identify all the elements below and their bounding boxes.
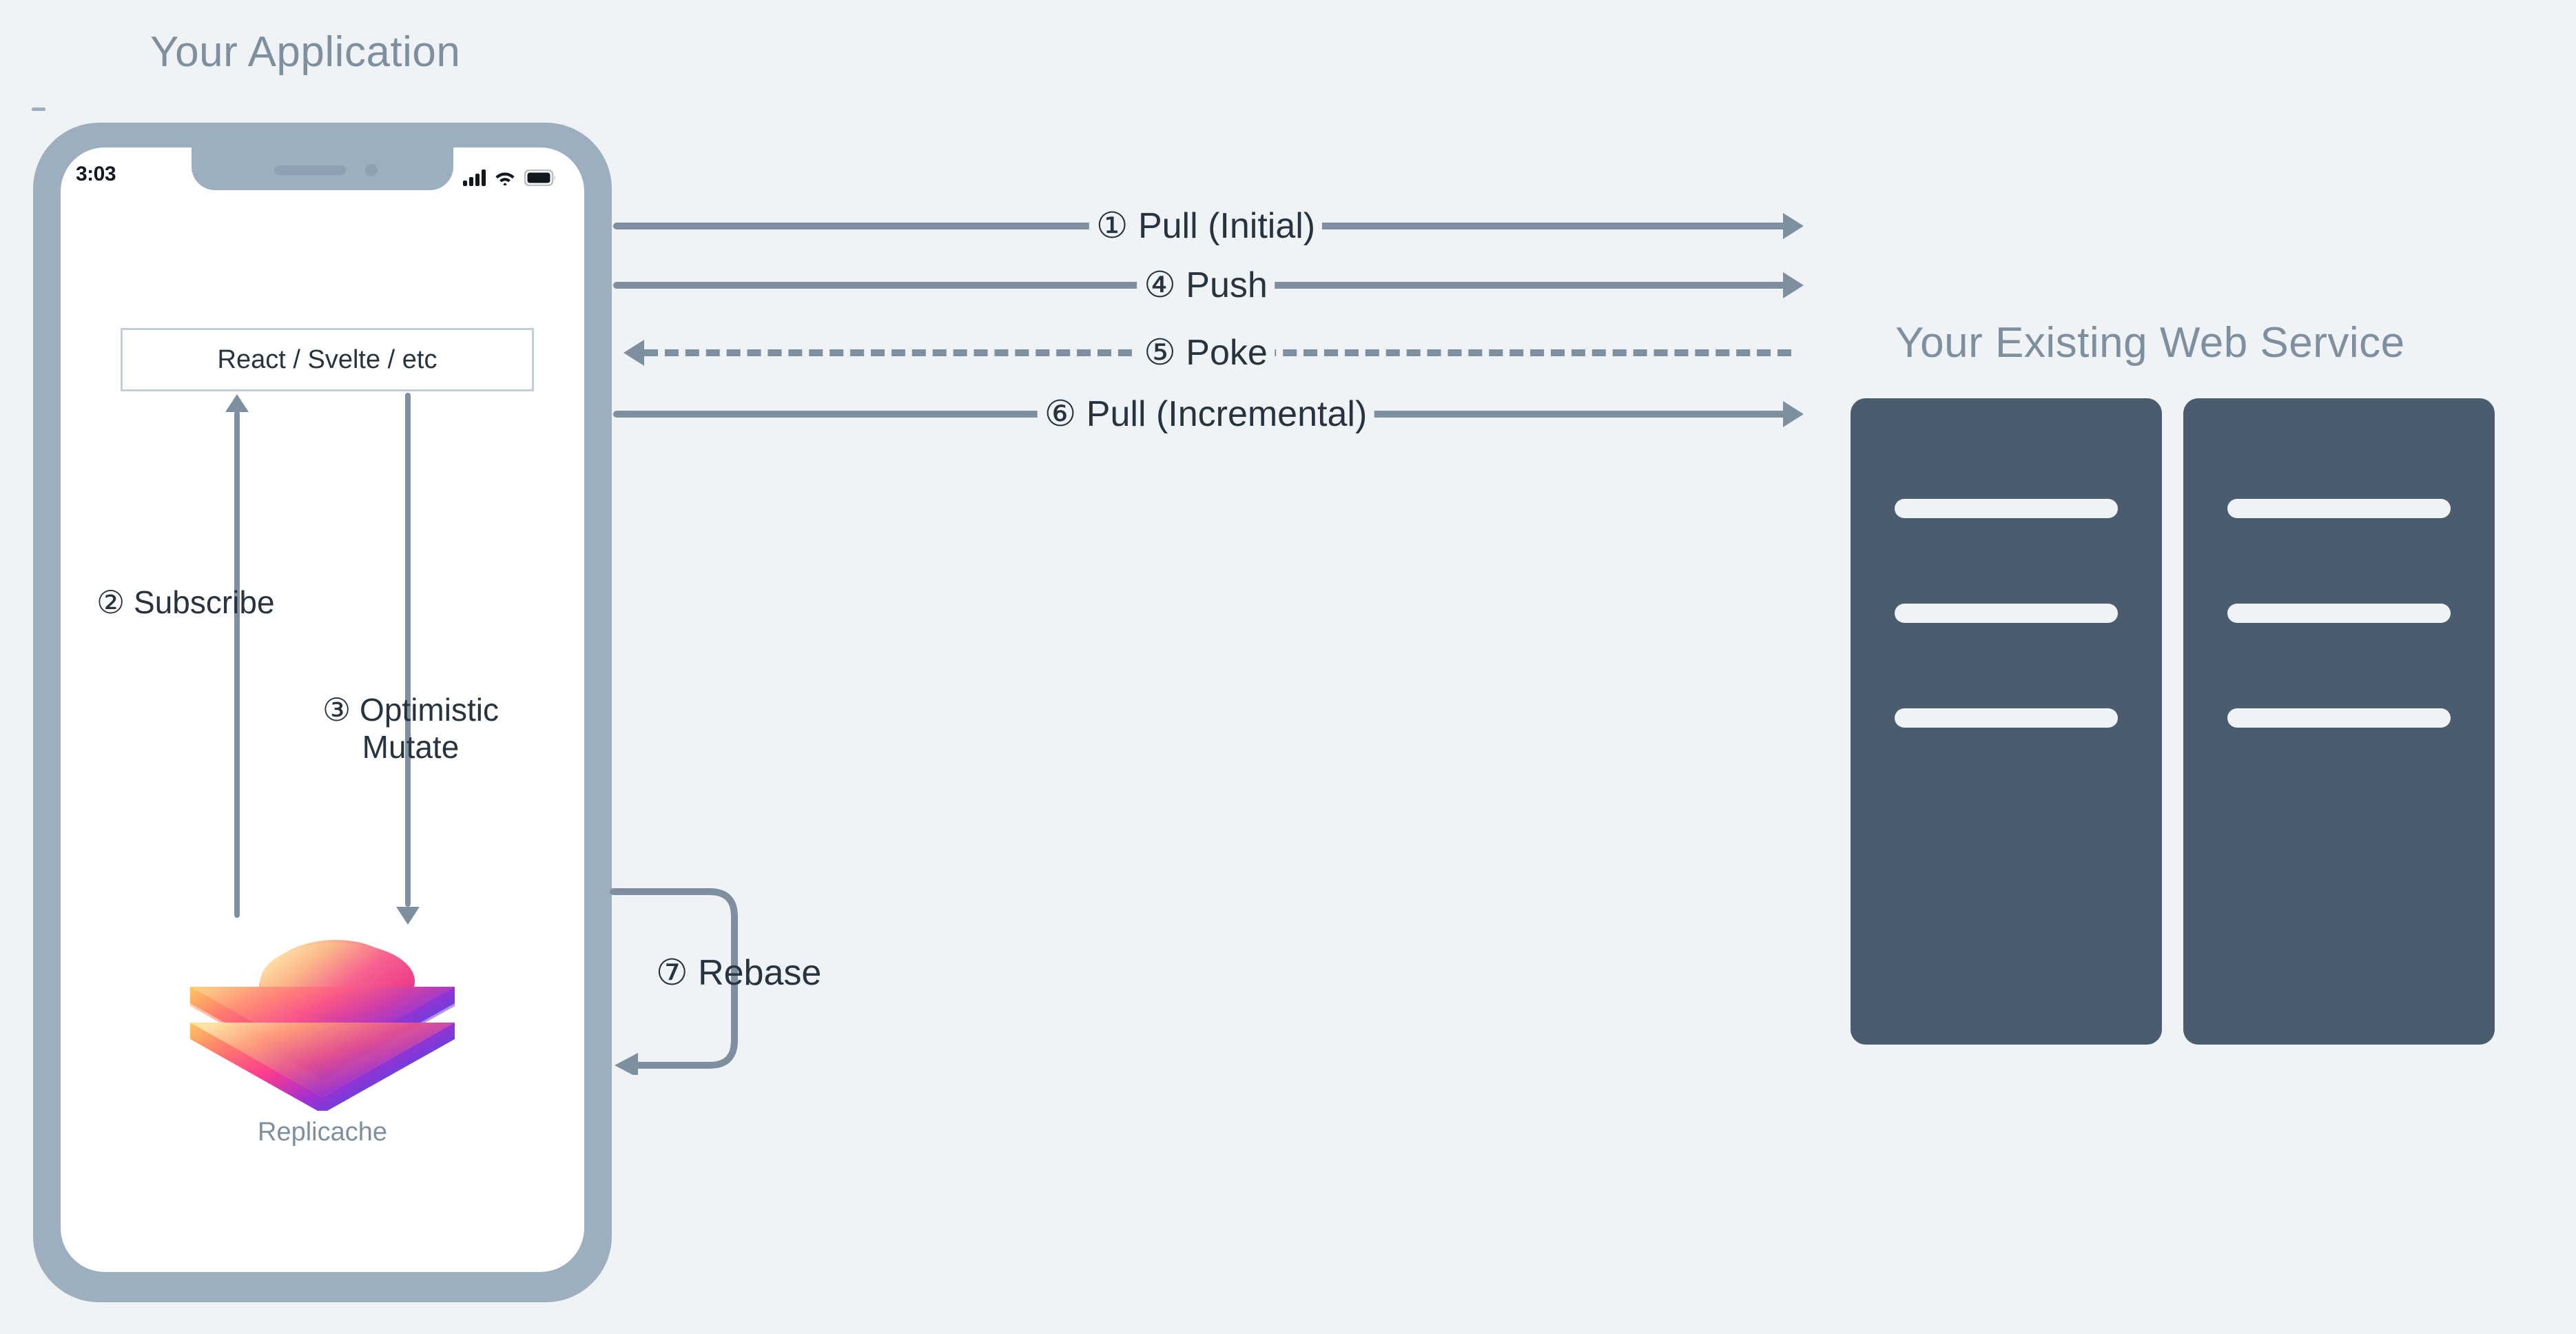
replicache-logo-icon xyxy=(190,940,455,1111)
server-bar xyxy=(2227,708,2451,728)
signal-bars-icon xyxy=(463,170,486,186)
subscribe-arrowhead-icon xyxy=(225,394,249,412)
speaker-grille-icon xyxy=(274,165,346,175)
mutate-arrowhead-icon xyxy=(396,907,420,925)
mutate-arrow-line xyxy=(405,393,411,907)
page-title-web-service: Your Existing Web Service xyxy=(1895,319,2405,367)
wifi-icon xyxy=(495,172,515,186)
server-bar xyxy=(1895,604,2118,623)
flow-arrowhead-right-icon xyxy=(1783,272,1804,298)
replicache-block: Replicache xyxy=(171,918,474,1147)
phone-device xyxy=(33,123,612,1302)
flow-arrowhead-right-icon xyxy=(1783,213,1804,239)
server-bar xyxy=(2227,604,2451,623)
phone-notch xyxy=(192,147,453,190)
corner-tick-mark xyxy=(32,107,45,111)
front-camera-icon xyxy=(365,164,378,176)
status-bar-icons xyxy=(463,165,556,186)
flow-label-rebase: ⑦ Rebase xyxy=(656,953,822,993)
rebase-loop-arrow xyxy=(610,888,738,1075)
flow-label-pull-initial: ① Pull (Initial) xyxy=(1089,208,1323,244)
page-title-your-application: Your Application xyxy=(150,28,461,76)
flow-arrowhead-left-icon xyxy=(624,340,644,366)
status-bar-time: 3:03 xyxy=(76,163,116,185)
framework-box-label: React / Svelte / etc xyxy=(217,345,437,374)
battery-icon xyxy=(524,170,555,186)
flow-label-push: ④ Push xyxy=(1137,267,1275,303)
subscribe-arrow-line xyxy=(234,411,240,918)
step-label-optimistic-mutate: ③ Optimistic Mutate xyxy=(266,691,555,766)
flow-label-poke: ⑤ Poke xyxy=(1137,335,1275,371)
server-bar xyxy=(1895,708,2118,728)
server-bar xyxy=(1895,499,2118,518)
replicache-label: Replicache xyxy=(258,1118,387,1147)
server-rack-1 xyxy=(1851,398,2162,1045)
step-label-optimistic-mutate-line2: Mutate xyxy=(362,729,460,766)
flow-label-pull-incremental: ⑥ Pull (Incremental) xyxy=(1037,396,1374,432)
framework-box[interactable]: React / Svelte / etc xyxy=(121,328,534,391)
step-label-optimistic-mutate-line1: ③ Optimistic xyxy=(322,692,499,728)
server-bar xyxy=(2227,499,2451,518)
step-label-subscribe: ② Subscribe xyxy=(96,584,275,620)
flow-arrowhead-right-icon xyxy=(1783,401,1804,427)
server-rack-2 xyxy=(2183,398,2495,1045)
